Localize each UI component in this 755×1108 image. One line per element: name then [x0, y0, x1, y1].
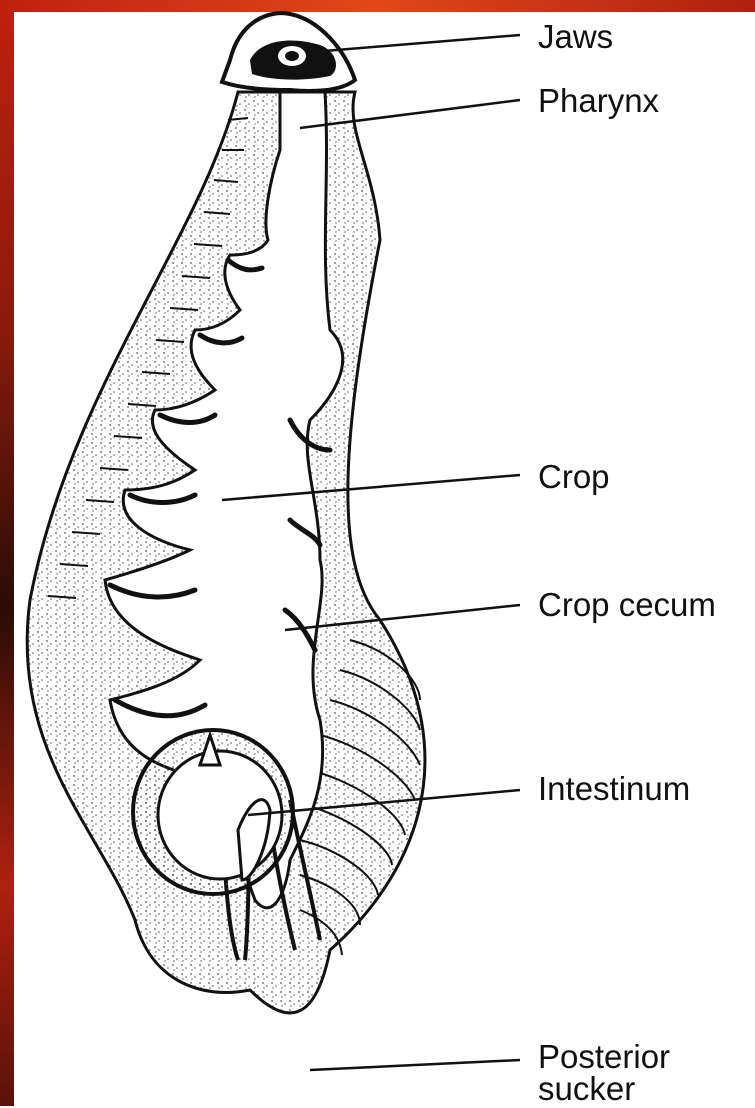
label-intestinum: Intestinum [538, 770, 690, 808]
label-sucker: sucker [538, 1070, 635, 1108]
label-jaws: Jaws [538, 18, 613, 56]
head-jaws [222, 13, 355, 91]
label-crop: Crop [538, 458, 610, 496]
label-pharynx: Pharynx [538, 82, 659, 120]
label-crop-cecum: Crop cecum [538, 586, 716, 624]
